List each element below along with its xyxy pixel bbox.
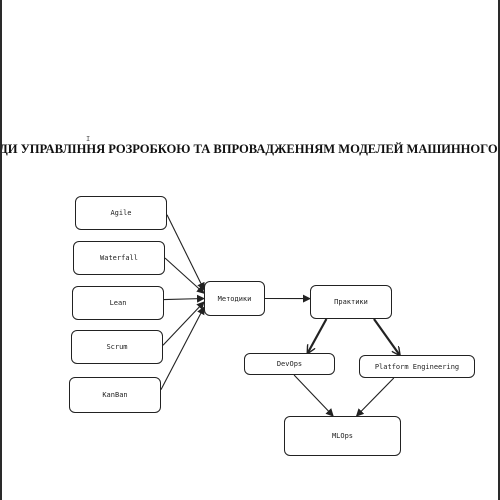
- edge-practices-to-devops: [308, 318, 328, 353]
- edge-waterfall-to-methods: [164, 257, 205, 294]
- edge-practices-to-platform: [373, 318, 400, 355]
- edge-scrum-to-methods: [162, 301, 205, 346]
- node-practices[interactable]: Практики: [310, 285, 392, 319]
- viewer-right-edge: [498, 0, 500, 500]
- node-scrum[interactable]: Scrum: [71, 330, 163, 364]
- node-mlops[interactable]: MLOps: [284, 416, 401, 456]
- viewer-left-edge: [0, 0, 2, 500]
- edge-agile-to-methods: [166, 214, 205, 291]
- document-title: ОДИ УПРАВЛІННЯ РОЗРОБКОЮ ТА ВПРОВАДЖЕННЯ…: [0, 142, 500, 156]
- node-devops[interactable]: DevOps: [244, 353, 335, 375]
- edge-lean-to-methods: [163, 294, 205, 303]
- node-lean[interactable]: Lean: [72, 286, 164, 320]
- edge-kanban-to-methods: [160, 306, 205, 390]
- node-waterfall[interactable]: Waterfall: [73, 241, 165, 275]
- text-cursor-icon: I: [86, 135, 91, 143]
- node-methods[interactable]: Методики: [204, 281, 265, 316]
- node-agile[interactable]: Agile: [75, 196, 167, 230]
- edge-platform-to-mlops: [355, 377, 395, 417]
- node-kanban[interactable]: KanBan: [69, 377, 161, 413]
- edge-devops-to-mlops: [293, 374, 334, 417]
- node-platform-engineering[interactable]: Platform Engineering: [359, 355, 475, 378]
